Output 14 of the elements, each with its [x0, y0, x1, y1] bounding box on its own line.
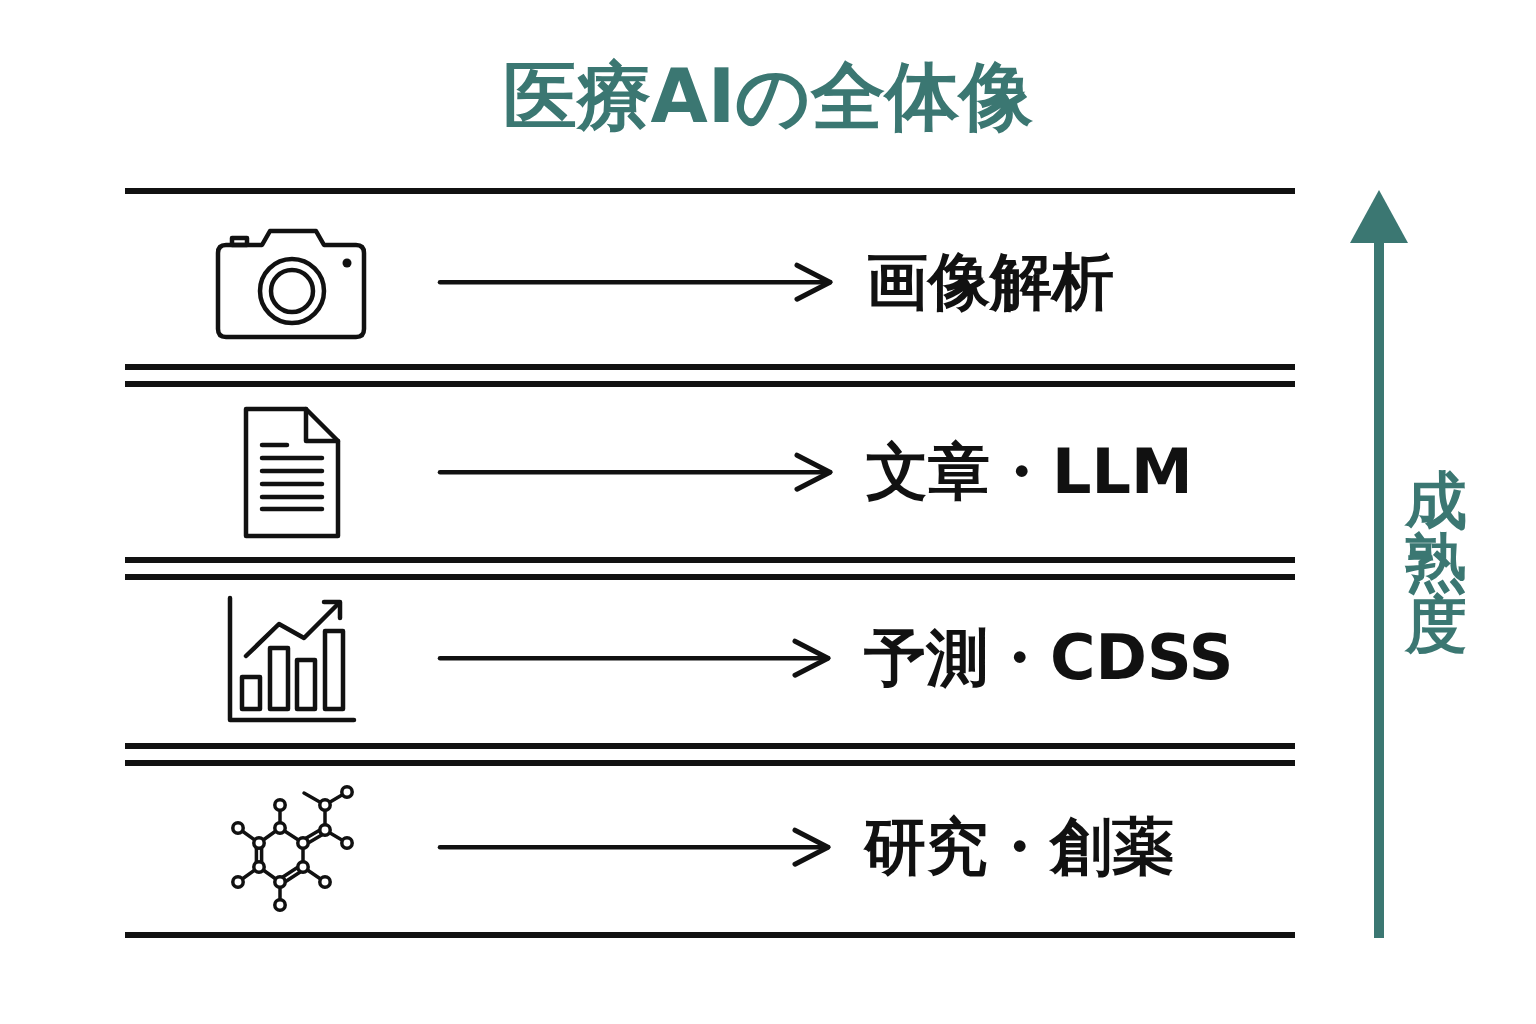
category-label: 画像解析	[866, 245, 1114, 320]
category-label: 研究・創薬	[864, 810, 1174, 885]
arrow	[437, 638, 831, 678]
category-label: 予測・CDSS	[864, 621, 1234, 696]
axis-label: 成熟度	[1405, 470, 1467, 656]
category-label: 文章・LLM	[866, 435, 1193, 510]
arrow	[437, 262, 833, 302]
document-icon	[242, 405, 341, 539]
arrow	[437, 827, 831, 867]
molecule-icon	[230, 784, 354, 911]
bar-chart-icon	[226, 595, 357, 723]
title: 医療AIの全体像	[502, 54, 1034, 140]
camera-icon	[214, 226, 367, 340]
arrow	[437, 452, 833, 492]
